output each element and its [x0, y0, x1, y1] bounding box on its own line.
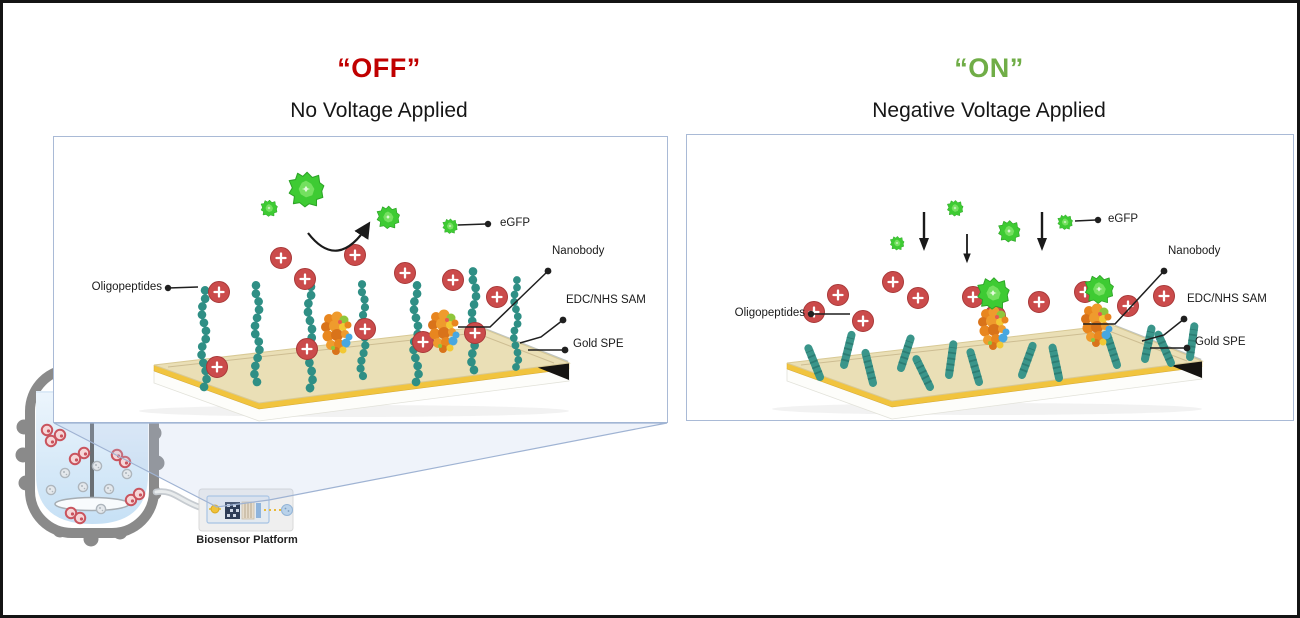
biosensor-platform-label: Biosensor Platform [196, 534, 298, 546]
gold-spe-label: Gold SPE [573, 338, 624, 350]
repulsion-arc-arrow-icon [307, 221, 371, 252]
nanobody-label: Nanobody [1168, 245, 1221, 257]
off-panel: Oligopeptides eGFP Nanobody EDC/NHS SAM … [53, 136, 668, 423]
egfp-icons [260, 171, 458, 234]
gold-spe-label: Gold SPE [1195, 336, 1246, 348]
on-panel: Oligopeptides eGFP Nanobody EDC/NHS SAM … [686, 134, 1294, 421]
stirrer-impeller-icon [54, 496, 130, 512]
label-connectors [167, 223, 564, 351]
downward-arrows [917, 210, 1049, 265]
label-connectors [813, 219, 1185, 349]
biosensor-chip-icon [198, 488, 294, 532]
oligopeptides-label: Oligopeptides [734, 307, 805, 319]
off-state-title: “OFF” [337, 53, 421, 83]
egfp-label: eGFP [500, 217, 531, 229]
oligopeptides-label: Oligopeptides [91, 281, 162, 293]
egfp-icons [890, 200, 1073, 251]
egfp-label: eGFP [1108, 213, 1139, 225]
on-state-subtitle: Negative Voltage Applied [872, 99, 1106, 122]
edc-nhs-sam-label: EDC/NHS SAM [1187, 293, 1267, 305]
label-dots [807, 216, 1191, 352]
tubing-icon [152, 488, 203, 511]
label-dots [164, 220, 569, 354]
on-state-title: “ON” [954, 53, 1024, 83]
nanobody-label: Nanobody [552, 245, 605, 257]
off-state-subtitle: No Voltage Applied [290, 99, 468, 122]
edc-nhs-sam-label: EDC/NHS SAM [566, 294, 646, 306]
